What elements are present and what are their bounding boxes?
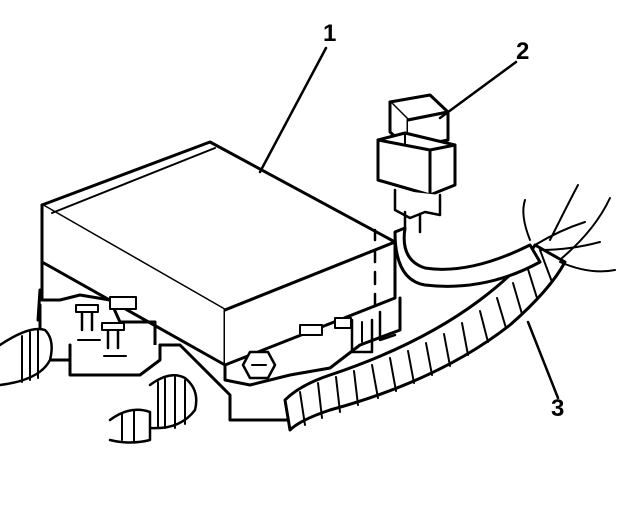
callout-1: 1 — [323, 20, 337, 47]
relay — [373, 93, 457, 308]
leader-lines — [258, 46, 560, 400]
fuse-block-housing — [36, 140, 402, 422]
leader-line-2 — [438, 60, 518, 120]
left-wire-bundles — [0, 327, 198, 444]
mounting-bracket — [68, 304, 277, 380]
leader-line-1 — [258, 46, 328, 174]
callout-2: 2 — [516, 38, 530, 65]
wire-harness — [283, 184, 616, 432]
callout-3: 3 — [551, 395, 565, 422]
leader-line-3 — [526, 320, 560, 400]
